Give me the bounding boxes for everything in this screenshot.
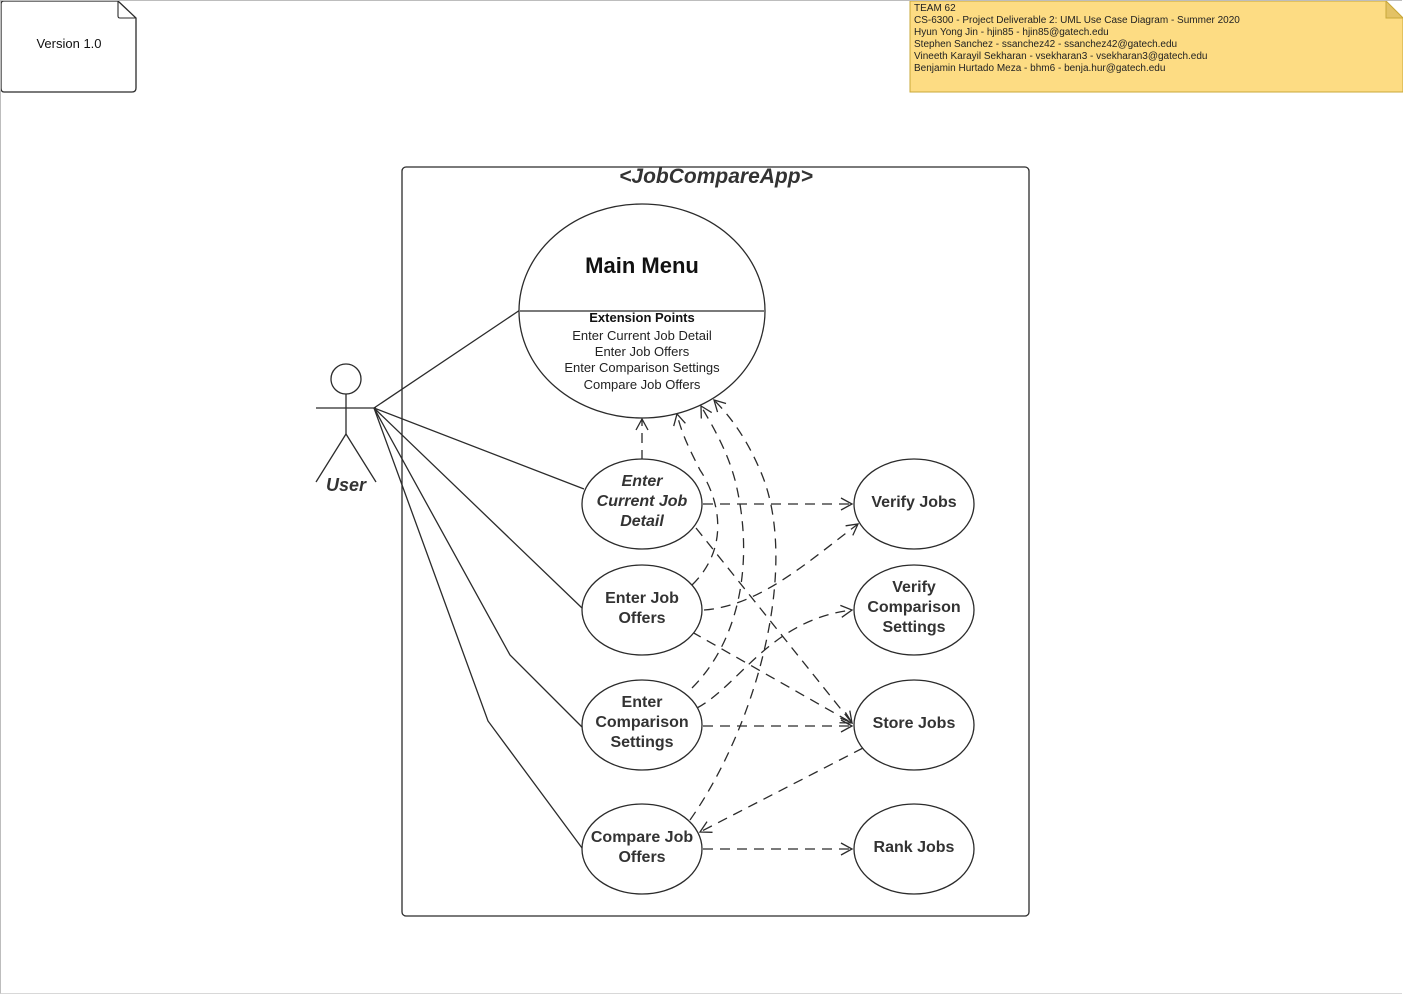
main-menu-title: Main Menu	[585, 253, 699, 278]
assoc-enter-job-offers	[373, 407, 583, 609]
extend-compare-to-main	[689, 399, 777, 821]
use-case-verify-comparison-settings[interactable]: Verify Comparison Settings	[853, 564, 975, 656]
use-case-compare-job-offers[interactable]: Compare Job Offers	[581, 803, 703, 895]
use-case-label: Offers	[618, 849, 665, 866]
assoc-enter-comparison-settings	[373, 407, 583, 728]
use-case-label: Enter	[622, 694, 663, 711]
team-note-line: TEAM 62	[914, 3, 956, 14]
use-case-label: Detail	[620, 513, 664, 530]
use-case-label: Comparison	[867, 599, 960, 616]
associations	[373, 309, 585, 849]
system-title: <JobCompareApp>	[619, 165, 813, 188]
extension-points-heading: Extension Points	[589, 310, 694, 325]
use-case-label: Settings	[882, 619, 945, 636]
use-case-store-jobs[interactable]: Store Jobs	[853, 679, 975, 771]
use-case-enter-comparison-settings[interactable]: Enter Comparison Settings	[581, 679, 703, 771]
assoc-enter-current-job	[373, 407, 585, 490]
use-case-rank-jobs[interactable]: Rank Jobs	[853, 803, 975, 895]
include-offers-to-store	[691, 631, 854, 724]
actor-label: User	[326, 475, 367, 495]
extension-point: Enter Comparison Settings	[564, 360, 720, 375]
team-note	[909, 0, 1403, 93]
use-case-label: Enter Job	[605, 590, 679, 607]
assoc-main-menu	[373, 309, 521, 409]
include-current-to-store	[695, 527, 853, 725]
use-case-verify-jobs[interactable]: Verify Jobs	[853, 458, 975, 550]
use-case-label: Compare Job	[591, 829, 693, 846]
system-boundary	[401, 166, 1030, 917]
version-label: Version 1.0	[36, 36, 102, 51]
include-store-to-compare	[698, 747, 864, 833]
team-note-text: TEAM 62 CS-6300 - Project Deliverable 2:…	[914, 3, 1394, 75]
use-case-main-menu[interactable]: Main Menu Extension Points Enter Current…	[518, 203, 766, 419]
include-offers-to-verify	[703, 523, 860, 611]
dependencies	[635, 399, 864, 856]
use-case-label: Rank Jobs	[874, 839, 955, 856]
actor-head	[330, 363, 362, 395]
use-case-enter-job-offers[interactable]: Enter Job Offers	[581, 564, 703, 656]
include-settings-to-verify-settings	[696, 604, 854, 709]
use-case-label: Verify Jobs	[871, 494, 956, 511]
use-case-label: Store Jobs	[873, 715, 956, 732]
extend-job-offers-to-main	[673, 412, 719, 586]
extend-comparison-to-main	[691, 404, 745, 689]
use-case-enter-current-job-detail[interactable]: Enter Current Job Detail	[581, 458, 703, 550]
actor-user[interactable]: User	[315, 363, 377, 495]
team-note-line: Hyun Yong Jin - hjin85 - hjin85@gatech.e…	[914, 27, 1109, 38]
use-case-label: Settings	[610, 734, 673, 751]
assoc-compare-job-offers	[373, 407, 583, 849]
team-note-line: CS-6300 - Project Deliverable 2: UML Use…	[914, 15, 1240, 26]
use-case-label: Enter	[622, 473, 664, 490]
use-case-label: Offers	[618, 610, 665, 627]
use-case-label: Verify	[892, 579, 936, 596]
team-note-line: Benjamin Hurtado Meza - bhm6 - benja.hur…	[914, 63, 1166, 74]
extension-point: Enter Current Job Detail	[572, 328, 712, 343]
team-note-line: Vineeth Karayil Sekharan - vsekharan3 - …	[914, 51, 1208, 62]
use-case-label: Comparison	[595, 714, 688, 731]
extension-point: Compare Job Offers	[584, 377, 701, 392]
use-case-label: Current Job	[597, 493, 688, 510]
version-note	[0, 0, 137, 93]
team-note-line: Stephen Sanchez - ssanchez42 - ssanchez4…	[914, 39, 1178, 50]
extension-point: Enter Job Offers	[595, 344, 690, 359]
